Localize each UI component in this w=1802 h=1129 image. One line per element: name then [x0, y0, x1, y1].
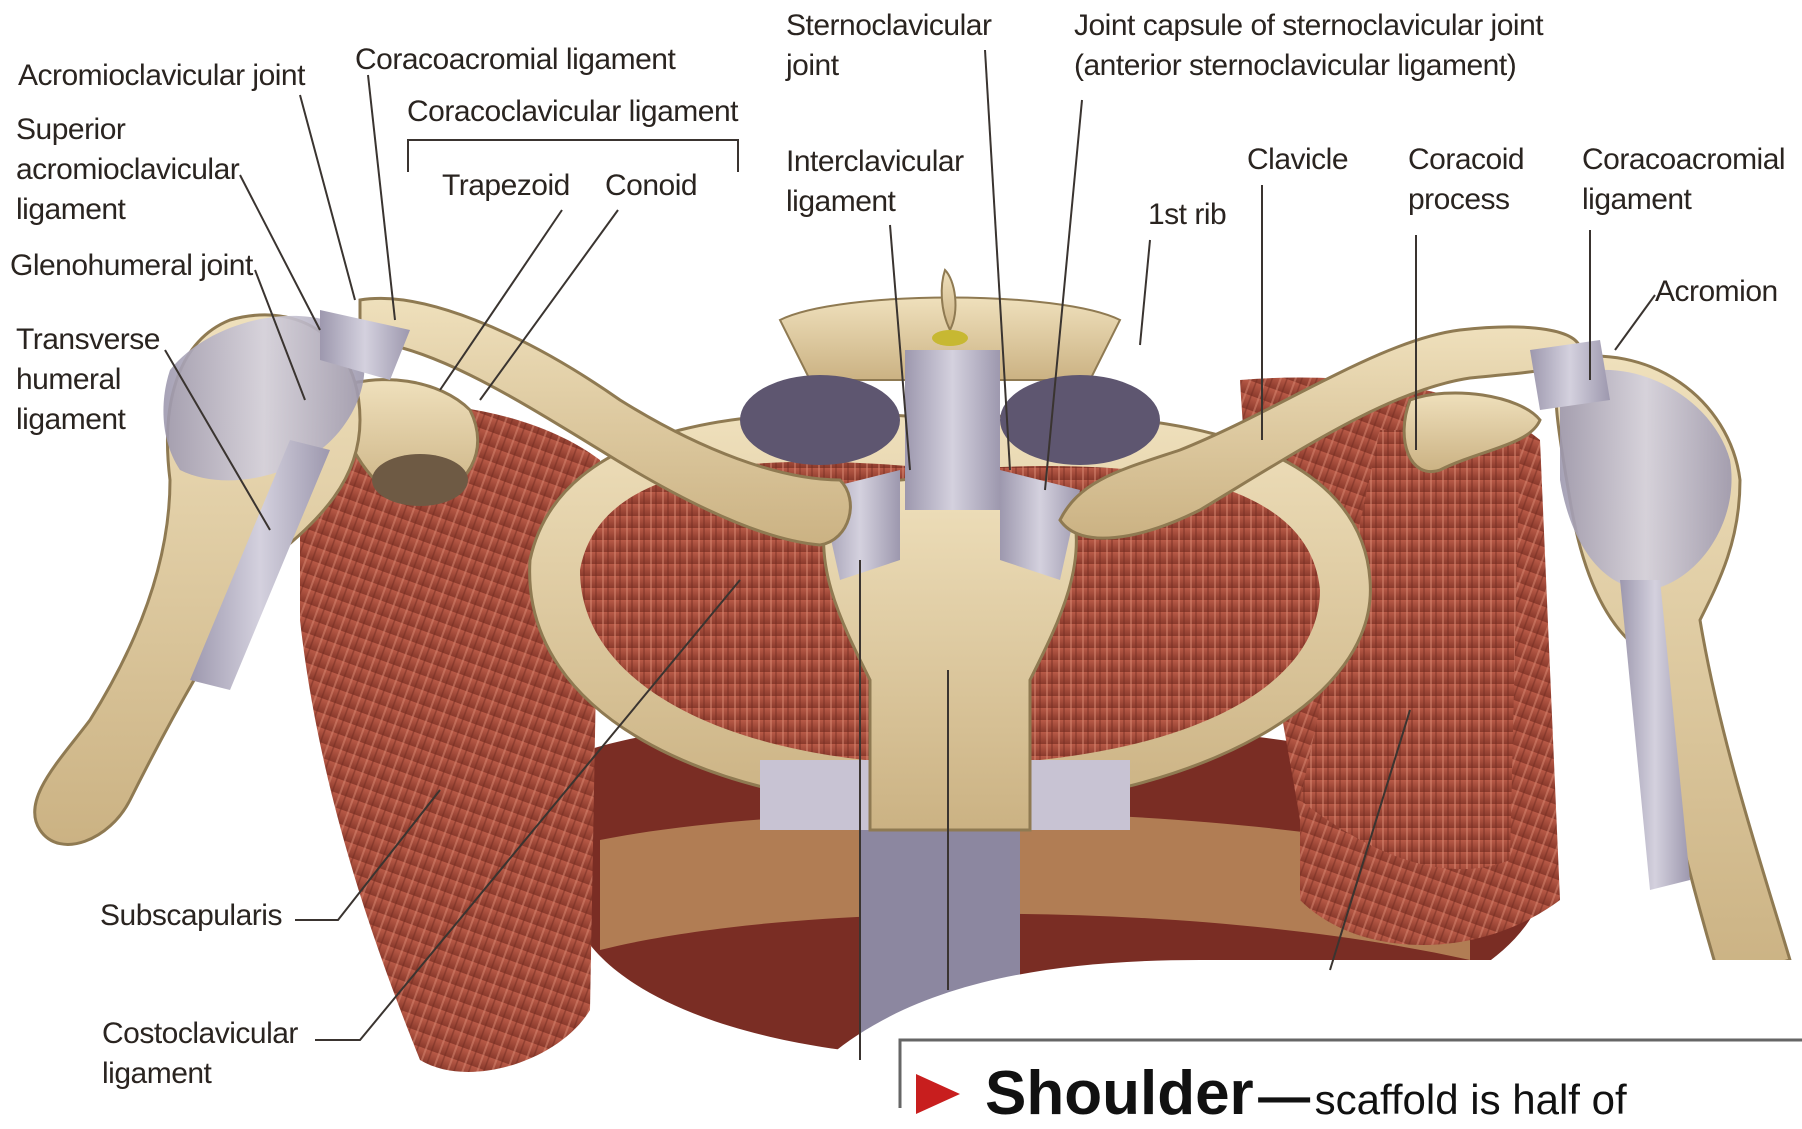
label-trapezoid: Trapezoid [442, 166, 570, 206]
label-glenohumeral-joint: Glenohumeral joint [10, 246, 253, 286]
label-acromioclavicular-joint: Acromioclavicular joint [18, 56, 305, 96]
callout-title: Shoulder [985, 1059, 1254, 1128]
label-transverse-humeral-ligament: Transverse humeral ligament [16, 320, 160, 440]
label-clavicle: Clavicle [1247, 140, 1348, 180]
label-joint-capsule: Joint capsule of sternoclavicular joint … [1074, 6, 1543, 86]
label-superior-acromioclavicular-ligament: Superior acromioclavicular ligament [16, 110, 239, 230]
label-coracoclavicular-ligament: Coracoclavicular ligament [407, 92, 738, 132]
callout-text: Shoulder — scaffold is half of [985, 1058, 1627, 1129]
label-conoid: Conoid [605, 166, 697, 206]
label-acromion: Acromion [1655, 272, 1778, 312]
callout-dash: — [1258, 1068, 1310, 1126]
label-subscapularis: Subscapularis [100, 896, 282, 936]
triangle-bullet-icon [912, 1070, 964, 1118]
label-first-rib: 1st rib [1148, 195, 1226, 235]
spinal-canal [932, 330, 968, 346]
right-coracoacromial-band [1530, 340, 1610, 410]
left-glenoid [372, 454, 468, 506]
costal-cartilage-left [760, 760, 880, 830]
label-coracoid-process: Coracoid process [1408, 140, 1524, 220]
callout-body: scaffold is half of [1315, 1076, 1627, 1123]
label-sternoclavicular-joint: Sternoclavicular joint [786, 6, 991, 86]
label-interclavicular-ligament: Interclavicular ligament [786, 142, 964, 222]
label-coracoacromial-ligament-left: Coracoacromial ligament [355, 40, 675, 80]
label-costoclavicular-ligament: Costoclavicular ligament [102, 1014, 298, 1094]
label-coracoacromial-ligament-right: Coracoacromial ligament [1582, 140, 1785, 220]
trachea-ligament [905, 350, 1000, 510]
right-thoracic-opening [1000, 375, 1160, 465]
left-thoracic-opening [740, 375, 900, 465]
